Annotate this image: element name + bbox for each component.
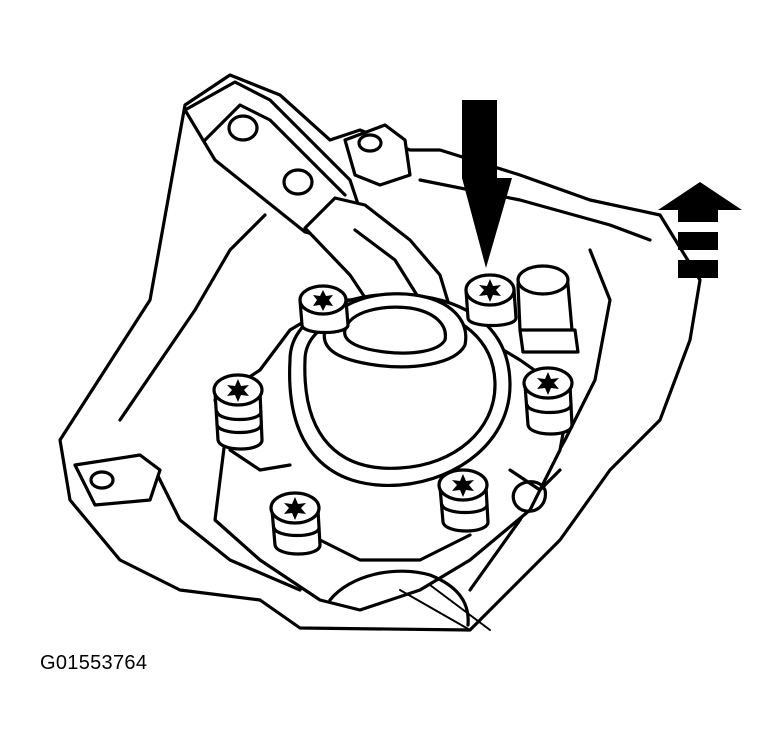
shifter-assembly-illustration [58,73,742,632]
torx-bolt-top-right[interactable] [464,273,518,328]
down-arrow-icon [462,100,512,268]
figure-code: G01553764 [40,652,148,674]
front-arrow-icon [658,182,742,278]
mounting-tab-top [343,123,412,187]
mounting-tab-left [73,453,162,507]
shifter-base [213,292,572,631]
torx-bolt-bottom-right [437,468,490,533]
torx-bolt-right [522,366,574,436]
shift-linkage-arm [183,80,362,242]
bushing-stud [516,264,580,354]
torx-bolt-left [212,373,264,451]
torx-bolt-top-left [298,284,350,335]
torx-bolt-bottom-left [269,491,322,556]
